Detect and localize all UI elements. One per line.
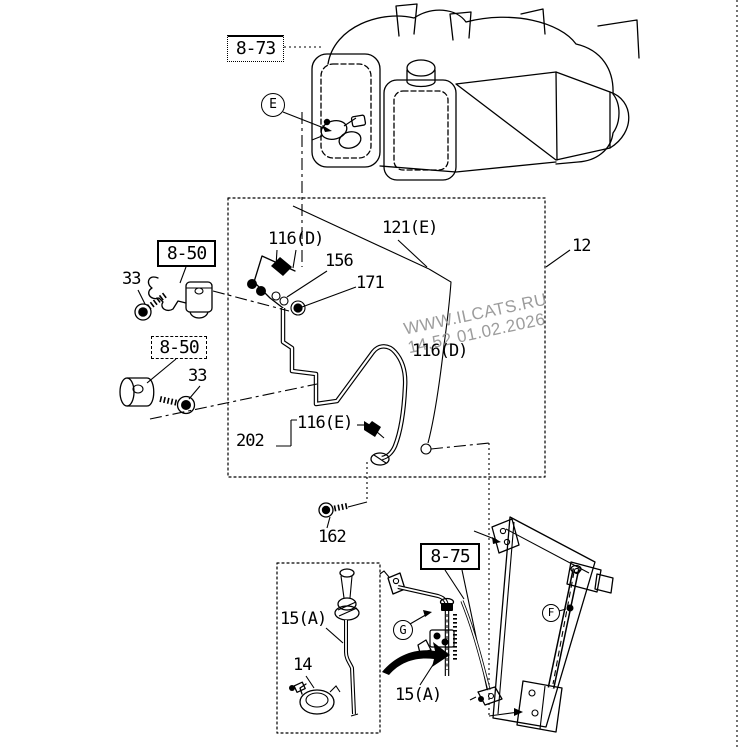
condenser-drawing — [469, 516, 614, 733]
main-detail-box — [227, 197, 546, 478]
section-ref-8-50-upper[interactable]: 8-50 — [157, 240, 216, 267]
dipstick-drawing — [325, 568, 360, 717]
bracket-33-drawing — [134, 276, 213, 321]
part-label-116d-top[interactable]: 116(D) — [268, 229, 324, 249]
part-label-15a-right[interactable]: 15(A) — [395, 685, 442, 705]
part-label-15a-box[interactable]: 15(A) — [280, 609, 327, 629]
pipe-875-assembly-drawing — [379, 570, 491, 691]
heater-unit-drawing — [311, 3, 640, 181]
part-label-116d-lower[interactable]: 116(D) — [412, 341, 468, 361]
clamp-14-drawing — [289, 675, 341, 715]
part-label-162[interactable]: 162 — [318, 527, 347, 547]
section-ref-8-75[interactable]: 8-75 — [420, 543, 480, 570]
part-label-202[interactable]: 202 — [236, 431, 265, 451]
part-label-116e[interactable]: 116(E) — [297, 413, 353, 433]
section-ref-8-50-lower[interactable]: 8-50 — [151, 336, 207, 359]
part-label-171[interactable]: 171 — [356, 273, 385, 293]
view-circle-g[interactable]: G — [393, 620, 413, 640]
dipstick-detail-box — [276, 562, 381, 734]
bushing-33-drawing — [119, 377, 201, 415]
part-label-33-upper[interactable]: 33 — [122, 269, 142, 289]
part-label-12[interactable]: 12 — [572, 236, 592, 256]
pipe-assembly-drawing — [149, 205, 523, 717]
bolt-162-drawing — [318, 462, 368, 529]
view-circle-f[interactable]: F — [542, 604, 560, 622]
view-circle-e[interactable]: E — [261, 93, 285, 117]
part-label-33-lower[interactable]: 33 — [188, 366, 208, 386]
section-ref-8-73[interactable]: 8-73 — [227, 35, 284, 62]
part-label-14[interactable]: 14 — [293, 655, 313, 675]
part-label-121e[interactable]: 121(E) — [382, 218, 438, 238]
part-label-156[interactable]: 156 — [325, 251, 354, 271]
